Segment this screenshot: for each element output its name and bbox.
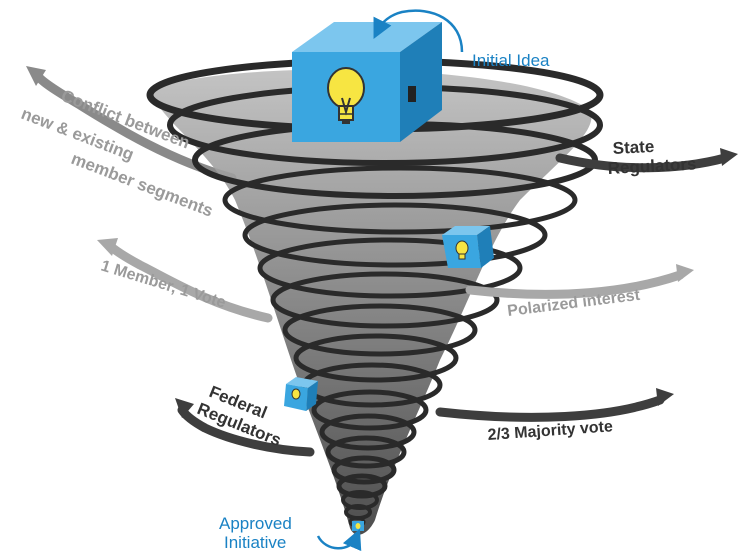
state-regulators-label: State Regulators bbox=[607, 137, 697, 178]
initial-idea-label: Initial Idea bbox=[472, 51, 550, 70]
polarized-arrow bbox=[465, 270, 685, 299]
one-member-arrow-head bbox=[97, 238, 118, 256]
mid-cube-icon bbox=[442, 226, 494, 268]
majority-arrow-head bbox=[656, 388, 674, 406]
svg-text:Initiative: Initiative bbox=[224, 533, 286, 552]
conflict-arrow-head bbox=[26, 66, 46, 86]
front-arrows bbox=[435, 148, 738, 422]
approved-label: Approved Initiative bbox=[219, 514, 292, 552]
majority-arrow bbox=[435, 395, 665, 422]
initial-idea-cube-icon bbox=[292, 22, 442, 142]
svg-text:Regulators: Regulators bbox=[607, 154, 697, 178]
federal-arrow-head bbox=[175, 398, 194, 418]
svg-text:Approved: Approved bbox=[219, 514, 292, 533]
initial-idea-arrow bbox=[373, 9, 464, 53]
state-arrow bbox=[555, 153, 730, 173]
approved-arrow bbox=[316, 528, 362, 552]
conflict-arrow bbox=[33, 71, 237, 183]
svg-text:State: State bbox=[612, 137, 655, 158]
one-member-label: 1 Member, 1 Vote bbox=[99, 258, 228, 312]
small-cube-icon bbox=[284, 377, 318, 411]
back-arrows bbox=[26, 66, 315, 457]
tornado bbox=[146, 57, 604, 535]
majority-label: 2/3 Majority vote bbox=[487, 418, 613, 444]
tiny-cube-icon bbox=[352, 521, 364, 531]
one-member-arrow bbox=[105, 241, 273, 323]
polarized-arrow-head bbox=[676, 264, 694, 282]
tornado-coils bbox=[146, 57, 604, 528]
state-arrow-head bbox=[720, 148, 738, 166]
federal-arrow bbox=[177, 405, 315, 457]
